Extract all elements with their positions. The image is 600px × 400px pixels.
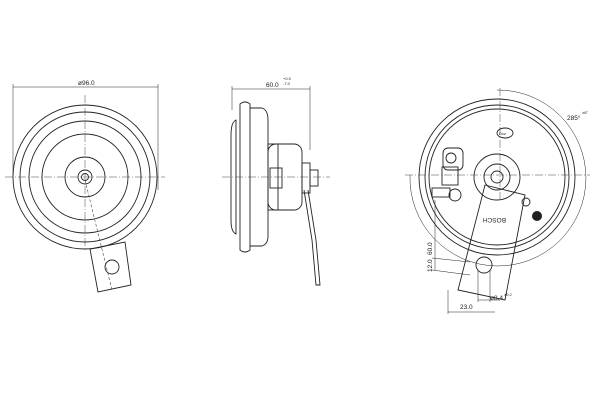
dim-60-label: 60.0 (427, 242, 434, 255)
dim-12-label: 12.0 (427, 259, 434, 272)
angle-label: 285° (567, 114, 581, 122)
brand-label: BOSCH (483, 216, 506, 223)
hole-tol: ±0.2 (504, 292, 513, 297)
angle-arc (409, 89, 587, 267)
depth-tol-upper: +0.0 (283, 76, 292, 81)
rear-bracket (457, 184, 526, 301)
badge (496, 127, 514, 139)
dim-23-label: 23.0 (460, 304, 473, 311)
mounting-bracket (89, 241, 132, 293)
mounting-hole (104, 259, 120, 275)
depth-label: 60.0 (266, 82, 279, 89)
badge-label: Dcz (499, 131, 506, 136)
angle-tol: ±8° (582, 110, 588, 115)
side-view: 60.0 +0.0 -7.0 (222, 76, 330, 286)
hole-label: ø8.4 (490, 295, 503, 302)
rear-view: 285° ±8° Dcz BOSCH 60.0 12.0 23.0 ø8.4 (405, 88, 590, 314)
depth-tol-lower: -7.0 (283, 81, 291, 86)
front-view: ø96.0 (5, 80, 165, 293)
diameter-label: ø96.0 (78, 80, 95, 87)
